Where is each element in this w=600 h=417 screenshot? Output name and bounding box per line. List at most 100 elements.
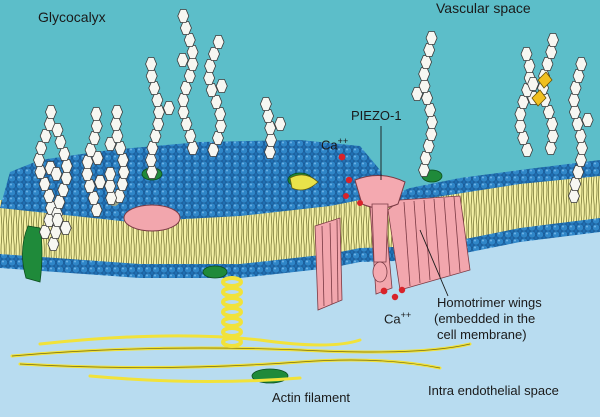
calcium-top-symbol: Ca (321, 137, 338, 153)
glycan-unit (39, 129, 52, 143)
glycan-branch-unit (581, 113, 594, 127)
glycan-unit (35, 141, 48, 155)
glycan-unit (208, 47, 220, 61)
glycan-unit (113, 189, 126, 203)
glycan-unit (569, 177, 582, 191)
glycan-unit (117, 153, 130, 167)
glycan-unit (425, 115, 438, 129)
glycan-unit (214, 107, 227, 121)
left-channel-wedges (314, 217, 343, 311)
glycan-unit (186, 45, 199, 59)
glycan-branch-unit (176, 53, 189, 67)
glycan-unit (521, 143, 533, 157)
calcium-bottom-label: Ca++ (384, 310, 411, 327)
pink-membrane-protein (123, 204, 181, 232)
glycan-unit (544, 141, 557, 155)
glycan-unit (546, 129, 559, 143)
glycan-unit (53, 195, 66, 209)
glycan-unit (90, 119, 103, 133)
glycan-unit (541, 57, 554, 71)
piezo-label: PIEZO-1 (351, 108, 402, 123)
calcium-ions (338, 153, 406, 301)
glycan-unit (574, 129, 587, 143)
glycan-unit (177, 9, 190, 23)
glycan-unit (264, 145, 276, 159)
glycan-unit (58, 147, 71, 161)
calcium-bottom-charge: ++ (400, 310, 412, 320)
yellow-green-protein (289, 174, 319, 191)
homotrimer-wings-label-line1: Homotrimer wings (437, 295, 542, 310)
glycan-unit (575, 57, 588, 71)
glycan-unit (57, 183, 70, 197)
glycan-unit (421, 91, 434, 105)
glycan-unit (145, 57, 158, 71)
leader-lines (380, 126, 449, 297)
glycan-unit (90, 203, 103, 217)
calcium-top-label: Ca++ (321, 136, 348, 153)
glycan-unit (118, 165, 130, 179)
glycan-unit (34, 165, 47, 179)
homotrimer-wings-label-line3: cell membrane) (437, 327, 527, 342)
glycan-unit (186, 57, 199, 71)
glycan-unit (148, 81, 161, 95)
glycan-unit (87, 191, 100, 205)
glycan-unit (571, 117, 584, 131)
glycan-unit (214, 119, 227, 133)
glycan-branch-unit (215, 79, 228, 93)
actin-filament-label: Actin filament (272, 390, 351, 405)
glycan-unit (203, 71, 216, 85)
glycan-unit (424, 103, 437, 117)
glycan-unit (116, 177, 129, 191)
glycan-unit (262, 109, 275, 123)
glycan-unit (418, 163, 430, 177)
glycan-unit (514, 119, 527, 133)
glycan-unit (81, 167, 94, 181)
glycan-unit (420, 55, 432, 69)
glycan-unit (51, 123, 64, 137)
glycan-unit (523, 59, 536, 73)
glycan-unit (418, 79, 431, 93)
glycan-unit (184, 129, 197, 143)
glycan-unit (104, 179, 117, 193)
glycan-unit (547, 33, 559, 47)
glycan-branch-unit (50, 167, 63, 181)
intra-endothelial-label: Intra endothelial space (428, 383, 559, 398)
glycan-unit (568, 93, 580, 107)
glycan-unit (54, 135, 67, 149)
glycan-unit (422, 139, 435, 153)
glycan-unit (210, 95, 223, 109)
piezo-channel (354, 175, 406, 283)
glycocalyx-chains (33, 9, 594, 251)
glycan-unit (575, 153, 587, 167)
glycan-branch-unit (163, 101, 175, 115)
glycan-unit (264, 121, 277, 135)
glycan-unit (177, 93, 190, 107)
glycan-unit (259, 97, 272, 111)
glycan-unit (151, 93, 164, 107)
glycan-unit (51, 213, 64, 227)
glycan-unit (212, 131, 224, 145)
glycan-unit (111, 129, 124, 143)
glycan-unit (204, 59, 216, 73)
glycan-unit (212, 35, 225, 49)
glycan-branch-unit (527, 77, 539, 91)
actin-filaments-outline (11, 343, 471, 369)
glycan-unit (146, 141, 159, 155)
glycan-unit (83, 179, 96, 193)
vascular-space-label: Vascular space (436, 0, 531, 16)
glycan-unit (39, 225, 51, 239)
glycan-branch-unit (274, 117, 287, 131)
glycan-unit (517, 131, 530, 145)
glycan-branch-unit (94, 175, 107, 189)
glycan-unit (572, 69, 585, 83)
glycan-unit (423, 43, 436, 57)
glycan-unit (568, 189, 580, 203)
glycan-unit (149, 129, 162, 143)
glycan-unit (104, 167, 117, 181)
glycan-unit (45, 105, 57, 119)
glycan-unit (152, 117, 165, 131)
glycan-unit (186, 141, 199, 155)
glycan-unit (110, 117, 122, 131)
